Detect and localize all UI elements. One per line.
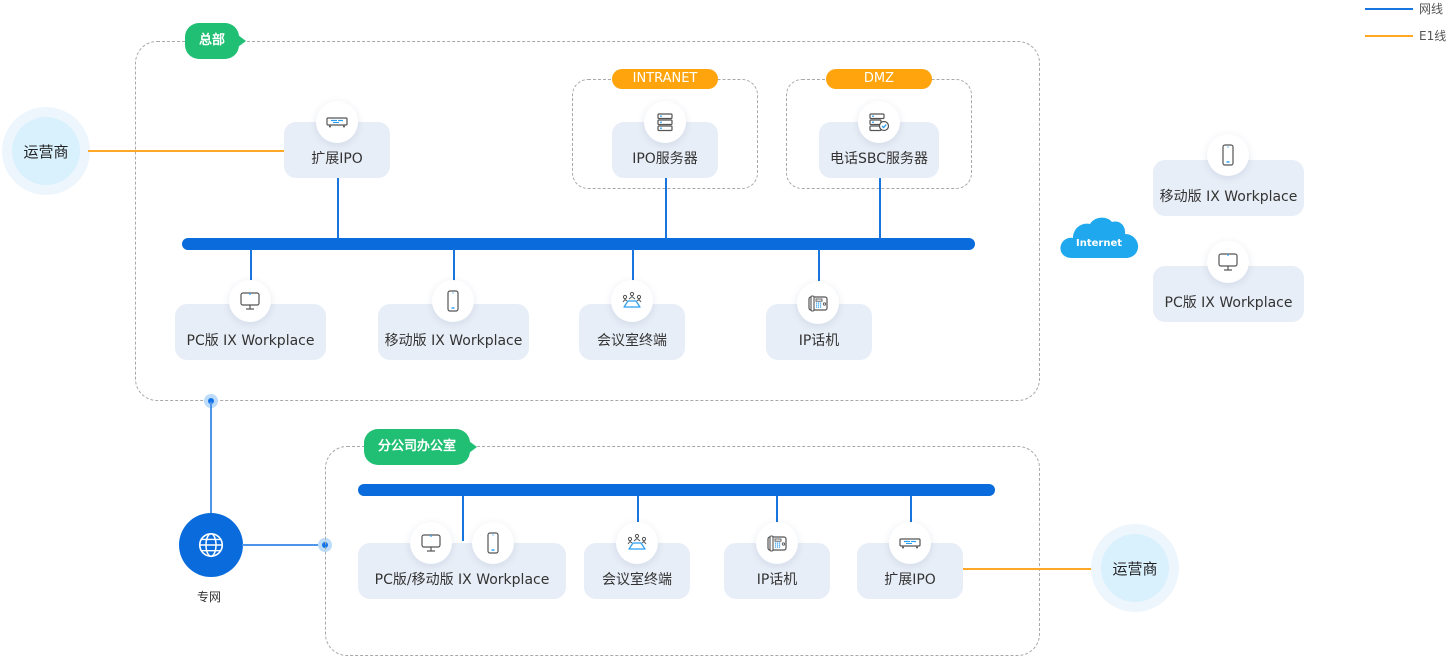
hq-device-pc-workplace[interactable]: PC版 IX Workplace bbox=[175, 304, 326, 360]
gateway-icon bbox=[889, 522, 931, 564]
hq-zone bbox=[135, 41, 1040, 401]
carrier-left-label: 运营商 bbox=[12, 117, 80, 185]
secure-server-icon bbox=[858, 101, 900, 143]
monitor-icon bbox=[1207, 241, 1249, 283]
globe-icon bbox=[198, 532, 224, 558]
internet-label: Internet bbox=[1075, 238, 1122, 249]
cloud-icon bbox=[1060, 217, 1139, 258]
legend-label: E1线 bbox=[1419, 29, 1447, 43]
connector bbox=[879, 177, 881, 239]
connector bbox=[453, 249, 455, 281]
carrier-right[interactable]: 运营商 bbox=[1091, 524, 1179, 612]
device-label: 电话SBC服务器 bbox=[829, 151, 929, 167]
branch-device-expansion-ipo[interactable]: 扩展IPO bbox=[857, 543, 963, 599]
intranet-tag: INTRANET bbox=[612, 69, 718, 89]
branch-device-workplace[interactable]: PC版/移动版 IX Workplace bbox=[358, 543, 566, 599]
connector bbox=[337, 177, 339, 239]
device-label: 移动版 IX Workplace bbox=[384, 333, 523, 349]
legend-item-network-cable: 网线 bbox=[1365, 0, 1443, 17]
legend-swatch-orange bbox=[1365, 34, 1413, 37]
private-network-label: 专网 bbox=[197, 590, 222, 604]
legend-label: 网线 bbox=[1419, 2, 1444, 16]
device-label: PC版 IX Workplace bbox=[1164, 295, 1293, 311]
device-label: PC版/移动版 IX Workplace bbox=[374, 572, 550, 588]
connector bbox=[910, 496, 912, 522]
connector bbox=[818, 249, 820, 281]
carrier-right-label: 运营商 bbox=[1101, 534, 1169, 602]
mobile-icon bbox=[472, 522, 514, 564]
dmz-tag: DMZ bbox=[826, 69, 932, 89]
legend-swatch-blue bbox=[1365, 7, 1413, 10]
hq-tag: 总部 bbox=[185, 23, 247, 59]
private-link-vertical bbox=[210, 402, 212, 514]
device-label: IP话机 bbox=[756, 572, 798, 588]
branch-bus bbox=[358, 484, 995, 496]
device-label: 扩展IPO bbox=[884, 572, 936, 588]
device-label: 扩展IPO bbox=[311, 151, 363, 167]
device-label: 移动版 IX Workplace bbox=[1159, 189, 1298, 205]
private-network-node[interactable] bbox=[179, 513, 243, 577]
connector bbox=[665, 177, 667, 239]
device-label: 会议室终端 bbox=[602, 572, 672, 588]
desk-phone-icon bbox=[756, 522, 798, 564]
e1-line-left bbox=[88, 150, 285, 152]
branch-zone bbox=[325, 446, 1040, 656]
conference-icon bbox=[616, 522, 658, 564]
legend-item-e1-line: E1线 bbox=[1365, 27, 1446, 44]
mobile-icon bbox=[432, 280, 474, 322]
server-icon bbox=[644, 101, 686, 143]
private-link-horizontal bbox=[242, 544, 322, 546]
device-label: PC版 IX Workplace bbox=[186, 333, 315, 349]
gateway-icon bbox=[316, 101, 358, 143]
connector bbox=[462, 496, 464, 541]
internet-cloud[interactable]: Internet bbox=[1058, 214, 1140, 260]
connector bbox=[250, 249, 252, 281]
conference-icon bbox=[611, 280, 653, 322]
connector bbox=[637, 496, 639, 522]
connector bbox=[776, 496, 778, 522]
hq-device-mobile-workplace[interactable]: 移动版 IX Workplace bbox=[378, 304, 529, 360]
device-label: IP话机 bbox=[798, 333, 840, 349]
branch-tag: 分公司办公室 bbox=[364, 429, 478, 465]
device-label: 会议室终端 bbox=[597, 333, 667, 349]
internet-device-pc-workplace[interactable]: PC版 IX Workplace bbox=[1153, 266, 1304, 322]
carrier-left[interactable]: 运营商 bbox=[2, 107, 90, 195]
monitor-icon bbox=[410, 522, 452, 564]
monitor-icon bbox=[229, 280, 271, 322]
device-label: IPO服务器 bbox=[632, 151, 698, 167]
junction-dot-hq bbox=[204, 394, 218, 408]
mobile-icon bbox=[1207, 134, 1249, 176]
desk-phone-icon bbox=[797, 282, 839, 324]
connector bbox=[632, 249, 634, 281]
e1-line-right bbox=[963, 568, 1095, 570]
hq-bus bbox=[182, 238, 975, 250]
